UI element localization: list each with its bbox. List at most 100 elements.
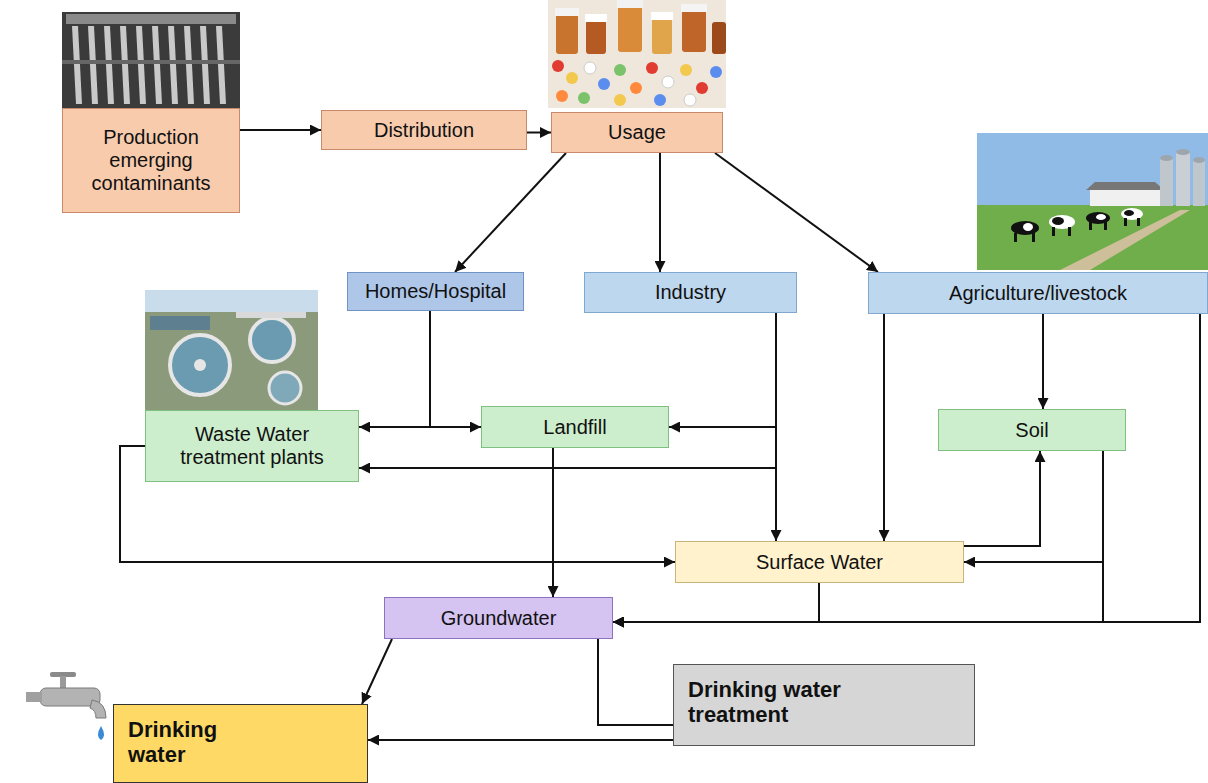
flow-arrow bbox=[455, 153, 566, 272]
farm-photo-part bbox=[1104, 222, 1107, 230]
farm-photo-part bbox=[1090, 190, 1160, 206]
node-label: Usage bbox=[608, 121, 666, 144]
pills-photo-part bbox=[651, 12, 673, 20]
process-box: Industry bbox=[584, 272, 797, 313]
treatment-plant-photo-part bbox=[236, 312, 306, 318]
node-label: Groundwater bbox=[441, 607, 557, 630]
pills-photo-part bbox=[681, 4, 707, 12]
flow-arrow bbox=[368, 739, 673, 741]
pills-photo-part bbox=[548, 0, 726, 108]
process-box: Surface Water bbox=[675, 541, 964, 583]
farm-photo-part bbox=[1160, 155, 1173, 161]
faucet-icon-part bbox=[60, 676, 66, 688]
process-box: Production emerging contaminants bbox=[62, 108, 240, 213]
conveyor-photo-part bbox=[200, 26, 210, 104]
node-label: Agriculture/livestock bbox=[949, 282, 1127, 305]
flow-arrow bbox=[527, 132, 551, 134]
process-box: Waste Water treatment plants bbox=[145, 410, 359, 482]
treatment-plant-photo bbox=[145, 290, 318, 410]
pills-photo-part bbox=[680, 64, 692, 76]
conveyor-photo-part bbox=[120, 26, 130, 104]
faucet-icon-part bbox=[90, 700, 106, 718]
node-label: Industry bbox=[655, 281, 726, 304]
flow-arrow bbox=[613, 583, 819, 622]
process-box: Drinking water treatment bbox=[673, 664, 975, 746]
treatment-plant-photo-part bbox=[269, 372, 301, 404]
flow-arrow bbox=[359, 313, 776, 468]
farm-photo-part bbox=[1089, 222, 1092, 230]
conveyor-photo-part bbox=[72, 26, 82, 104]
farm-photo-part bbox=[1137, 218, 1140, 226]
flow-arrow bbox=[359, 311, 430, 427]
process-box: Soil bbox=[938, 409, 1126, 451]
conveyor-photo-part bbox=[216, 26, 226, 104]
node-label: Distribution bbox=[374, 119, 474, 142]
farm-photo-part bbox=[1160, 158, 1173, 206]
conveyor-photo-part bbox=[184, 26, 194, 104]
conveyor-photo-part bbox=[152, 26, 162, 104]
node-label: Soil bbox=[1015, 419, 1048, 442]
flow-arrow bbox=[240, 129, 321, 131]
node-label: Waste Water treatment plants bbox=[154, 423, 350, 469]
flow-arrow bbox=[964, 451, 1103, 562]
pills-photo-part bbox=[555, 8, 579, 16]
node-label: Drinking water bbox=[128, 717, 248, 768]
treatment-plant-photo-part bbox=[250, 318, 294, 362]
process-box: Landfill bbox=[481, 406, 669, 448]
faucet-icon-part bbox=[98, 726, 104, 740]
pills-photo-part bbox=[585, 14, 607, 22]
node-label: Production emerging contaminants bbox=[71, 126, 231, 195]
process-box: Groundwater bbox=[384, 597, 613, 639]
node-label: Surface Water bbox=[756, 551, 883, 574]
flow-arrow bbox=[669, 313, 776, 427]
pills-photo-part bbox=[614, 64, 626, 76]
conveyor-photo-part bbox=[62, 60, 240, 64]
faucet-icon-part bbox=[26, 692, 42, 702]
farm-photo-part bbox=[1124, 210, 1134, 216]
node-label: Landfill bbox=[543, 416, 606, 439]
farm-photo-part bbox=[1049, 215, 1075, 229]
flow-arrow bbox=[775, 313, 777, 541]
pills-photo-part bbox=[617, 0, 643, 8]
faucet-icon bbox=[26, 672, 106, 740]
conveyor-photo-part bbox=[88, 26, 98, 104]
conveyor-photo-part bbox=[136, 26, 146, 104]
pills-photo-part bbox=[584, 62, 596, 74]
treatment-plant-photo-part bbox=[150, 316, 210, 330]
pills-photo bbox=[548, 0, 726, 108]
pills-photo-part bbox=[710, 66, 722, 78]
farm-photo-part bbox=[1124, 218, 1127, 226]
treatment-plant-photo-part bbox=[170, 335, 230, 395]
pills-photo-part bbox=[682, 10, 706, 52]
farm-photo-part bbox=[1086, 182, 1164, 190]
node-label: Homes/Hospital bbox=[365, 280, 506, 303]
flow-arrow bbox=[362, 639, 392, 704]
conveyor-photo-part bbox=[168, 26, 178, 104]
flow-arrow bbox=[964, 451, 1040, 546]
pills-photo-part bbox=[578, 92, 590, 104]
pills-photo-part bbox=[652, 18, 672, 54]
farm-photo-part bbox=[1023, 223, 1033, 231]
flow-arrow bbox=[715, 153, 878, 272]
farm-photo-part bbox=[1052, 217, 1064, 225]
farm-photo-part bbox=[1032, 233, 1035, 242]
farm-photo-part bbox=[977, 205, 1208, 270]
conveyor-photo bbox=[62, 12, 240, 108]
pills-photo-part bbox=[586, 20, 606, 54]
flow-arrow bbox=[1042, 314, 1044, 409]
farm-photo-part bbox=[1176, 149, 1190, 155]
farm-photo-part bbox=[1193, 160, 1205, 206]
pills-photo-part bbox=[654, 94, 666, 106]
treatment-plant-photo-part bbox=[145, 290, 318, 410]
pills-photo-part bbox=[662, 76, 674, 88]
farm-photo-part bbox=[1014, 233, 1017, 242]
farm-photo-part bbox=[977, 133, 1208, 213]
pills-photo-part bbox=[614, 94, 626, 106]
farm-photo bbox=[977, 133, 1208, 270]
farm-photo-part bbox=[1060, 210, 1190, 270]
pills-photo-part bbox=[566, 72, 578, 84]
process-box: Distribution bbox=[321, 110, 527, 150]
pills-photo-part bbox=[646, 62, 658, 74]
pills-photo-part bbox=[598, 78, 610, 90]
flow-arrow bbox=[598, 639, 673, 725]
